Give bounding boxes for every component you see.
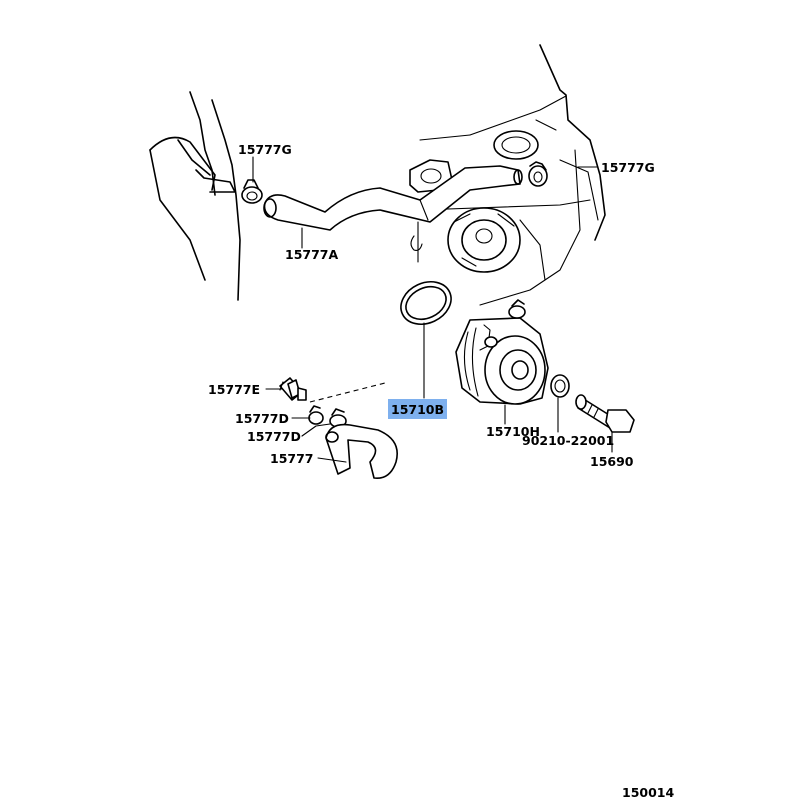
- lower-hose: [325, 423, 398, 479]
- leader-lines: [252, 156, 613, 463]
- label-15777d-1[interactable]: 15777D: [235, 411, 289, 426]
- engine-block-outline: [189, 44, 606, 306]
- clip-upper-right: [528, 161, 548, 187]
- oil-cooler: [455, 299, 549, 405]
- clip-lower-1: [308, 405, 324, 425]
- union-bolt: [575, 394, 635, 433]
- label-15777g-left[interactable]: 15777G: [238, 142, 292, 157]
- fitting: [279, 377, 307, 401]
- o-ring: [400, 281, 452, 325]
- label-15777g-right[interactable]: 15777G: [601, 160, 655, 175]
- label-90210-22001[interactable]: 90210-22001: [522, 433, 614, 448]
- label-15777a[interactable]: 15777A: [285, 247, 338, 262]
- label-15710b[interactable]: 15710B: [391, 402, 444, 417]
- gasket-washer: [550, 374, 570, 398]
- label-15777[interactable]: 15777: [270, 451, 314, 466]
- label-15690[interactable]: 15690: [590, 454, 634, 469]
- figure-number: 150014: [622, 785, 674, 800]
- label-15710h[interactable]: 15710H: [486, 424, 540, 439]
- upper-hose: [263, 165, 523, 231]
- assembly-dashed-line: [309, 382, 386, 403]
- label-15777e[interactable]: 15777E: [208, 382, 260, 397]
- highlight-box: [388, 399, 447, 419]
- clip-upper-left: [241, 179, 263, 204]
- label-15777d-2[interactable]: 15777D: [247, 429, 301, 444]
- left-hose-outline: [149, 136, 236, 281]
